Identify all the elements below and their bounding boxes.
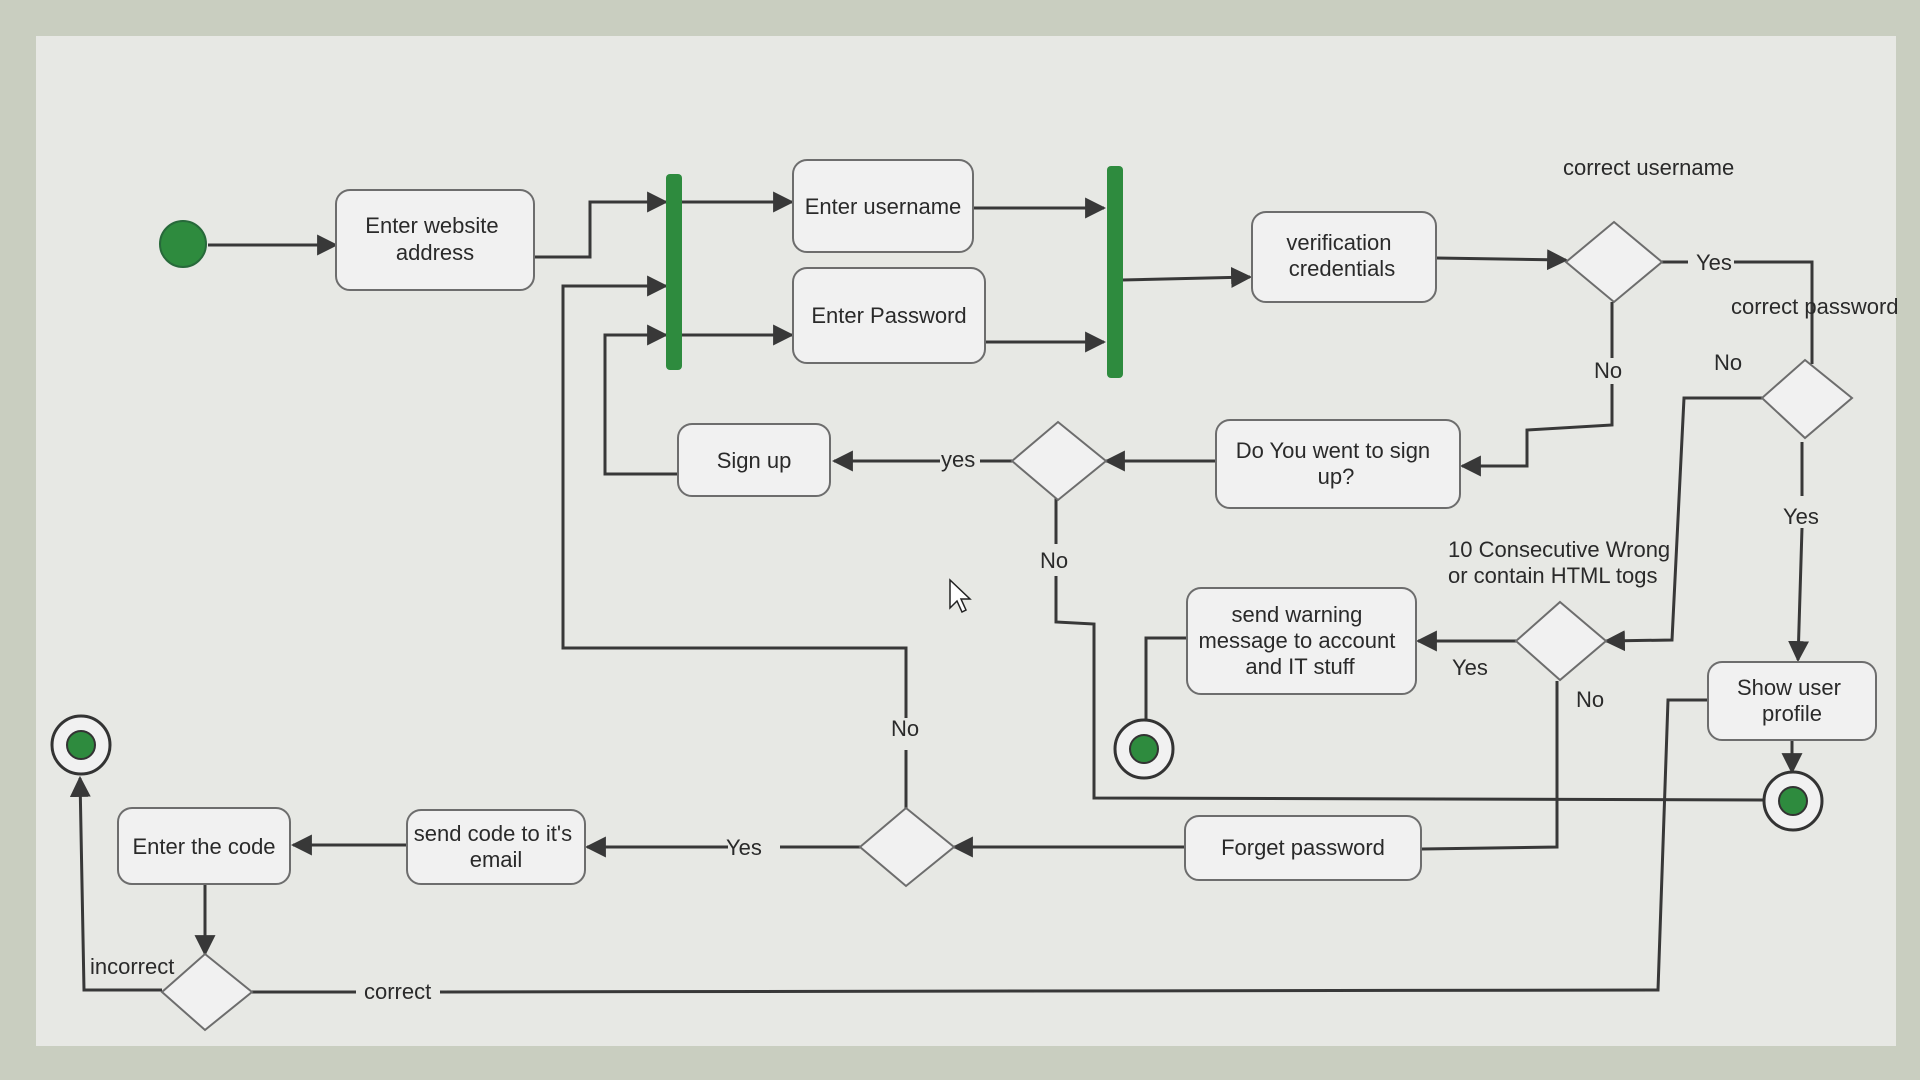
node-label: Enter the code: [132, 834, 275, 859]
edge-signup-no: [1054, 498, 1765, 802]
svg-text:Do You went to sign up?: Do You went to sign up?: [1236, 438, 1437, 489]
label-yes-forget: Yes: [726, 835, 762, 860]
edge-website-to-fork: [535, 191, 669, 259]
node-label: Forget password: [1221, 835, 1385, 860]
label-correct: correct: [364, 979, 431, 1004]
node-label: verification: [1286, 230, 1391, 255]
label-yes-username: Yes: [1696, 250, 1732, 275]
node-label: send code to it's: [414, 821, 572, 846]
edge-verification-to-username-check: [1435, 249, 1569, 271]
end-node-warning-icon: [1113, 718, 1175, 780]
edge-password-no: [1603, 396, 1762, 652]
node-forget-password: Forget password: [1184, 815, 1422, 881]
node-signup-question: Do You went to sign up?: [1215, 419, 1461, 509]
edge-signup-to-fork: [603, 324, 678, 476]
node-show-profile: Show user profile: [1707, 661, 1877, 741]
label-no-forget: No: [891, 716, 919, 741]
edge-warning-to-end: [1144, 636, 1187, 724]
edge-join-to-verification: [1121, 266, 1253, 288]
fork-bar: [666, 174, 682, 370]
edge-username-yes: [1662, 260, 1814, 364]
node-label: address: [396, 240, 474, 265]
decision-password: [1760, 358, 1854, 440]
edge-username-no: [1462, 302, 1614, 466]
label-wrong-condition: 10 Consecutive Wrong: [1448, 537, 1670, 562]
node-label: Enter Password: [811, 303, 966, 328]
node-label: profile: [1762, 701, 1822, 726]
decision-forget-password: [858, 806, 956, 888]
node-label: message to account: [1198, 628, 1395, 653]
svg-text:send warning message to: send warning message to account and IT s…: [1198, 602, 1401, 679]
node-label: Do You went to sign: [1236, 438, 1430, 463]
label-wrong-condition: or contain HTML togs: [1448, 563, 1658, 588]
edge-code-incorrect: [69, 775, 162, 992]
node-enter-website: Enter website address: [335, 189, 535, 291]
decision-wrong-attempts: [1514, 600, 1608, 682]
svg-text:send code to it's email: send code to it's email: [414, 821, 578, 872]
node-label: credentials: [1289, 256, 1395, 281]
label-yes-password: Yes: [1783, 504, 1819, 529]
node-verification: verification credentials: [1251, 211, 1437, 303]
mouse-cursor-icon: [949, 578, 972, 614]
label-yes-wrong: Yes: [1452, 655, 1488, 680]
label-correct-password: correct password: [1731, 294, 1899, 319]
edges: [69, 191, 1814, 994]
decision-signup: [1010, 420, 1108, 502]
decision-code: [160, 952, 254, 1032]
start-node-icon: [159, 220, 207, 268]
decision-username: [1564, 220, 1664, 304]
node-label: Sign up: [717, 448, 792, 473]
label-correct-username: correct username: [1563, 155, 1734, 180]
node-label: Enter username: [805, 194, 962, 219]
svg-text:Enter website address: Enter website address: [365, 213, 504, 265]
end-node-profile-icon: [1762, 770, 1824, 832]
label-no-username: No: [1594, 358, 1622, 383]
node-sign-up: Sign up: [677, 423, 831, 497]
node-label: email: [470, 847, 523, 872]
edge-forget-no: [561, 286, 908, 808]
node-label: Enter website: [365, 213, 498, 238]
node-label: send warning: [1232, 602, 1363, 627]
edge-wrong-no: [1421, 681, 1559, 851]
node-enter-password: Enter Password: [792, 267, 986, 364]
node-send-warning: send warning message to account and IT s…: [1186, 587, 1417, 695]
label-no-password: No: [1714, 350, 1742, 375]
edge-password-yes: [1798, 442, 1802, 660]
end-node-left-icon: [50, 714, 112, 776]
edge-code-correct: [252, 698, 1712, 994]
node-send-code: send code to it's email: [406, 809, 586, 885]
svg-text:Show user profile: Show user profile: [1737, 675, 1847, 726]
label-incorrect: incorrect: [90, 954, 174, 979]
label-no-signup: No: [1040, 548, 1068, 573]
node-label: Show user: [1737, 675, 1841, 700]
node-label: and IT stuff: [1245, 654, 1355, 679]
svg-text:verification credentials: verification credentials: [1286, 230, 1397, 281]
node-label: up?: [1318, 464, 1355, 489]
node-enter-username: Enter username: [792, 159, 974, 253]
label-yes-signup: yes: [941, 447, 975, 472]
node-enter-code: Enter the code: [117, 807, 291, 885]
join-bar: [1107, 166, 1123, 378]
label-no-wrong: No: [1576, 687, 1604, 712]
